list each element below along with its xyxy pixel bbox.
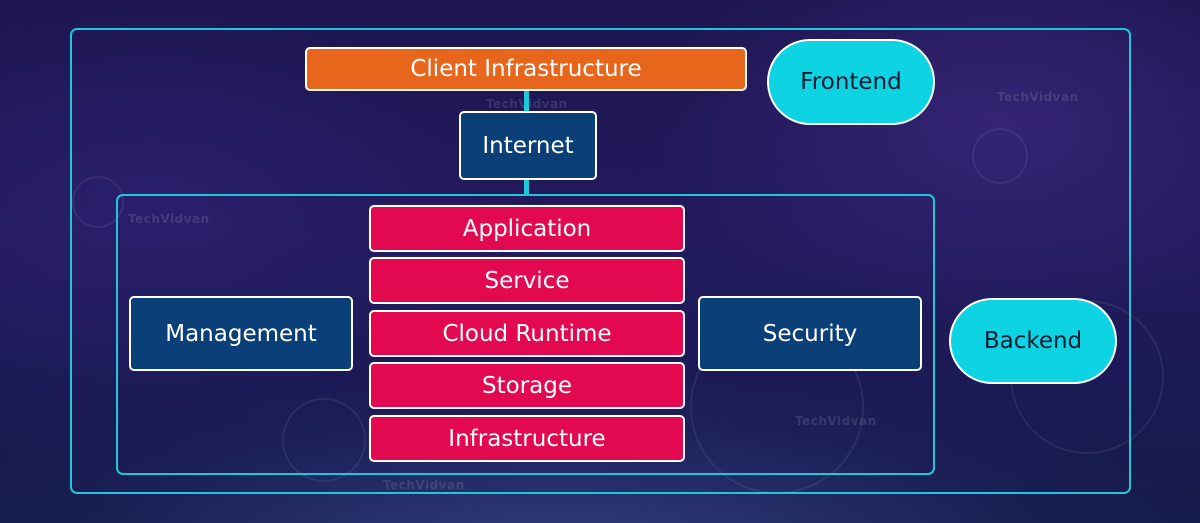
stack-layer-infrastructure: Infrastructure: [369, 415, 685, 462]
internet-box: Internet: [459, 111, 597, 180]
connector-line: [524, 178, 529, 196]
stack-layer-service: Service: [369, 257, 685, 304]
cloud-icon: [972, 128, 1028, 184]
backend-label: Backend: [949, 298, 1117, 384]
cloud-icon: [72, 176, 124, 228]
watermark-text: TechVidvan: [997, 90, 1079, 104]
connector-line: [524, 89, 529, 113]
watermark-text: TechVidvan: [795, 414, 877, 428]
watermark-text: TechVidvan: [128, 212, 210, 226]
stack-layer-application: Application: [369, 205, 685, 252]
management-box: Management: [129, 296, 353, 371]
watermark-text: TechVidvan: [383, 478, 465, 492]
cloud-icon: [282, 398, 366, 482]
stack-layer-storage: Storage: [369, 362, 685, 409]
outer-frame: [70, 28, 1131, 494]
stack-layer-cloud-runtime: Cloud Runtime: [369, 310, 685, 357]
security-box: Security: [698, 296, 922, 371]
client-infrastructure-box: Client Infrastructure: [305, 47, 747, 91]
frontend-label: Frontend: [767, 39, 935, 125]
